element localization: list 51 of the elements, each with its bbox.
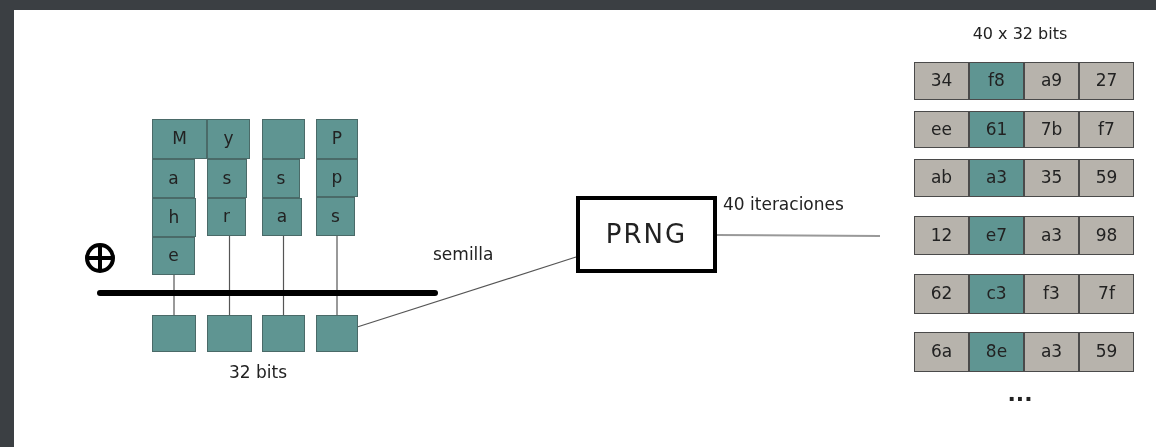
byte-cell: f7 (1079, 111, 1134, 148)
letter-cell: y (207, 119, 250, 159)
byte-cell: e7 (969, 216, 1024, 255)
connector-line (282, 235, 285, 316)
byte-cell: 27 (1079, 62, 1134, 100)
connector-line (357, 256, 577, 328)
letter-cell: h (152, 198, 196, 237)
letter-cell: s (207, 159, 247, 198)
byte-cell: 34 (914, 62, 969, 100)
byte-cell: 35 (1024, 159, 1079, 197)
byte-cell: 59 (1079, 332, 1134, 372)
byte-cell: 8e (969, 332, 1024, 372)
connector-line (173, 274, 175, 316)
letter-cell: e (152, 237, 195, 275)
letter-cell: M (152, 119, 207, 159)
byte-cell: 12 (914, 216, 969, 255)
byte-cell: a9 (1024, 62, 1079, 100)
byte-cell: 61 (969, 111, 1024, 148)
letter-cell: p (316, 159, 358, 197)
byte-cell: a3 (969, 159, 1024, 197)
letter-cell: P (316, 119, 358, 159)
letter-cell: s (316, 197, 355, 236)
byte-cell: a3 (1024, 216, 1079, 255)
letter-cell: a (152, 159, 195, 198)
byte-cell: ab (914, 159, 969, 197)
byte-cell: 98 (1079, 216, 1134, 255)
letter-cell: a (262, 198, 302, 236)
width-label: 32 bits (227, 361, 289, 384)
letter-cell: r (207, 198, 246, 236)
ellipsis-label: ... (1006, 383, 1034, 405)
bit-cell (262, 119, 305, 159)
bit-cell (207, 315, 252, 352)
byte-cell: f8 (969, 62, 1024, 100)
bit-cell (316, 315, 358, 352)
byte-cell: 62 (914, 274, 969, 314)
byte-cell: 7b (1024, 111, 1079, 148)
byte-cell: ee (914, 111, 969, 148)
byte-cell: f3 (1024, 274, 1079, 314)
byte-cell: a3 (1024, 332, 1079, 372)
process-box: PRNG (576, 196, 717, 273)
connector-line (228, 235, 231, 316)
bit-cell (152, 315, 196, 352)
bit-cell (262, 315, 305, 352)
connector-line (336, 235, 338, 316)
byte-cell: c3 (969, 274, 1024, 314)
byte-cell: 59 (1079, 159, 1134, 197)
table-title: 40 x 32 bits (971, 23, 1069, 45)
byte-cell: 6a (914, 332, 969, 372)
letter-cell: s (262, 159, 300, 198)
byte-cell: 7f (1079, 274, 1134, 314)
connector-line (716, 233, 881, 237)
